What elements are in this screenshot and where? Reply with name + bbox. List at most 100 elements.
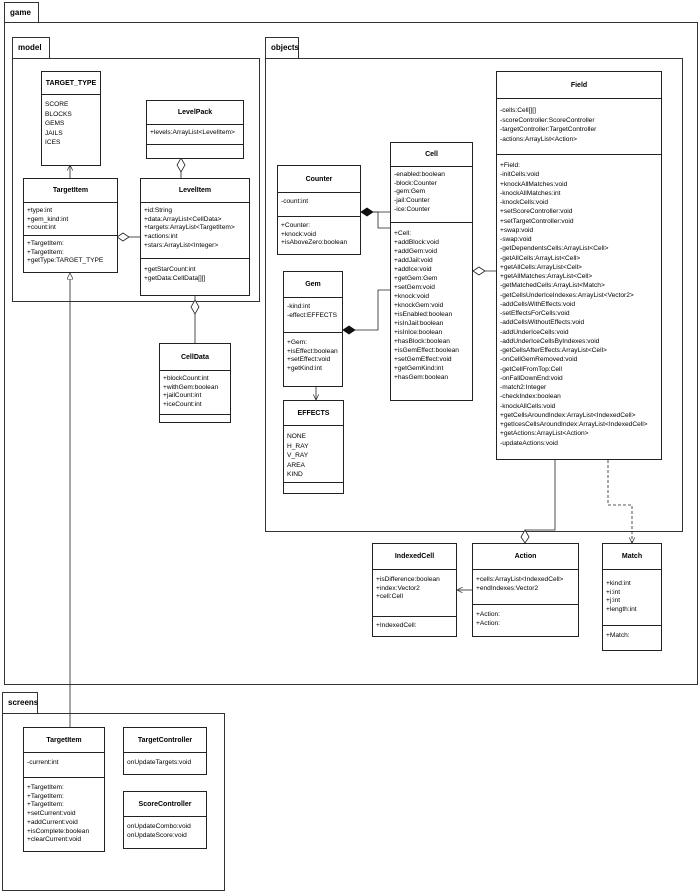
class-target-controller[interactable]: TargetController onUpdateTargets:void: [123, 727, 207, 775]
attribute: +type:int: [27, 207, 53, 214]
class-match-name: Match: [603, 544, 661, 570]
class-target-item-screens-methods: +TargetItem: +TargetItem: +TargetItem: +…: [24, 778, 104, 847]
class-gem[interactable]: Gem -kind:int -effect:EFFECTS +Gem: +isE…: [283, 271, 343, 387]
package-screens: [2, 713, 225, 891]
method: -initCells:void: [500, 171, 540, 179]
class-cell-data-methods: [160, 415, 230, 419]
class-target-controller-name: TargetController: [124, 728, 206, 753]
class-field-attributes: -cells:Cell[][] -scoreController:ScoreCo…: [497, 99, 661, 155]
class-level-item[interactable]: LevelItem +id:String +data:ArrayList<Cel…: [140, 178, 250, 296]
class-action[interactable]: Action +cells:ArrayList<IndexedCell> +en…: [472, 543, 579, 637]
class-target-item-model-name: TargetItem: [24, 179, 117, 203]
method: -setEffectsForCells:void: [500, 310, 570, 317]
class-counter[interactable]: Counter -count:int +Counter: +knock:void…: [277, 165, 361, 255]
attribute: +isDifference:boolean: [376, 576, 440, 583]
composition-diamond-gem: [342, 325, 356, 335]
attribute: -block:Counter: [394, 179, 437, 187]
class-indexed-cell[interactable]: IndexedCell +isDifference:boolean +index…: [372, 543, 457, 637]
method: +getActions:ArrayList<Action>: [500, 430, 589, 438]
method: +Cell:: [394, 230, 412, 237]
aggregation-field-action: [524, 460, 556, 543]
class-score-controller[interactable]: ScoreController onUpdateCombo:void onUpd…: [123, 791, 207, 849]
attribute: +length:int: [606, 606, 637, 614]
class-effects-name: EFFECTS: [284, 401, 343, 426]
method: -onFallDownEnd:void: [500, 374, 563, 382]
enum-value: SCORE: [45, 101, 69, 108]
method: +swap:void: [500, 226, 534, 234]
enum-value: BLOCKS: [45, 110, 72, 118]
method: +TargetItem:: [27, 240, 64, 247]
class-match[interactable]: Match +kind:int +i:int +j:int +length:in…: [602, 543, 662, 651]
class-cell-methods: +Cell: +addBlock:void +addGem:void +addJ…: [391, 223, 472, 384]
class-cell[interactable]: Cell -enabled:boolean -block:Counter -ge…: [390, 142, 473, 401]
class-cell-name: Cell: [391, 143, 472, 167]
attribute: +kind:int: [606, 580, 631, 587]
class-indexed-cell-name: IndexedCell: [373, 544, 456, 570]
class-counter-name: Counter: [278, 166, 360, 193]
aggregation-diamond-celldata: [190, 299, 200, 315]
method: -updateActions:void: [500, 439, 558, 447]
method: +getAllMatches:ArrayList<Cell>: [500, 273, 593, 280]
attribute: +actions:int: [144, 233, 178, 241]
class-match-attributes: +kind:int +i:int +j:int +length:int: [603, 570, 661, 626]
method: +addBlock:void: [394, 239, 439, 246]
method: +setScoreController:void: [500, 208, 573, 216]
method: -getCellsAfterEffects:ArrayList<Cell>: [500, 347, 607, 354]
class-target-item-screens[interactable]: TargetItem -current:int +TargetItem: +Ta…: [23, 727, 105, 852]
method: +getCellsAroundIndex:ArrayList<IndexedCe…: [500, 411, 636, 419]
attribute: -jail:Counter: [394, 197, 430, 205]
class-gem-attributes: -kind:int -effect:EFFECTS: [284, 298, 342, 333]
method: -addCellsWithEffects:void: [500, 300, 576, 308]
class-score-controller-methods: onUpdateCombo:void onUpdateScore:void: [124, 817, 206, 842]
class-gem-name: Gem: [284, 272, 342, 298]
enum-value: H_RAY: [287, 442, 309, 450]
method: -knockAllMatches:int: [500, 189, 561, 197]
class-target-controller-methods: onUpdateTargets:void: [124, 753, 206, 770]
class-action-name: Action: [473, 544, 578, 570]
class-cell-data[interactable]: CellData +blockCount:int +withGem:boolea…: [159, 343, 231, 423]
class-target-type[interactable]: TARGET_TYPE SCORE BLOCKS GEMS JAILS ICES: [41, 71, 101, 166]
attribute: +gem_kind:int: [27, 215, 69, 223]
method: -onCellGemRemoved:void: [500, 356, 578, 364]
attribute: +count:int: [27, 224, 56, 232]
method: +Action:: [476, 611, 501, 618]
package-objects: [265, 58, 683, 532]
method: +getType:TARGET_TYPE: [27, 257, 104, 265]
class-level-pack-name: LevelPack: [147, 101, 243, 125]
method: +TargetItem:: [27, 792, 64, 800]
attribute: +cell:Cell: [376, 593, 403, 601]
method: +knockGem:void: [394, 302, 444, 309]
aggregation-diamond-field: [472, 266, 486, 276]
class-field[interactable]: Field -cells:Cell[][] -scoreController:S…: [496, 71, 662, 460]
attribute: +levels:ArrayList<LevelItem>: [150, 129, 235, 136]
class-target-item-screens-attributes: -current:int: [24, 753, 104, 778]
enum-value: AREA: [287, 461, 305, 469]
class-target-type-name: TARGET_TYPE: [42, 72, 100, 95]
class-effects-methods: [284, 483, 343, 487]
attribute: +i:int: [606, 588, 621, 596]
attribute: -gem:Gem: [394, 188, 426, 196]
method: +isGemEffect:boolean: [394, 347, 459, 354]
package-model: [12, 58, 260, 302]
class-cell-data-attributes: +blockCount:int +withGem:boolean +jailCo…: [160, 371, 230, 415]
aggregation-diamond-levelitem: [116, 232, 130, 242]
attribute: -current:int: [27, 759, 59, 766]
class-level-pack[interactable]: LevelPack +levels:ArrayList<LevelItem>: [146, 100, 244, 159]
class-indexed-cell-attributes: +isDifference:boolean +index:Vector2 +ce…: [373, 570, 456, 617]
method: +addCurrent:void: [27, 818, 78, 826]
aggregation-diamond-action: [520, 529, 530, 544]
attribute: +jailCount:int: [163, 392, 202, 400]
composition-diamond-counter: [360, 207, 374, 217]
class-effects[interactable]: EFFECTS NONE H_RAY V_RAY AREA KIND: [283, 400, 344, 494]
aggregation-diamond-levelpack: [176, 157, 186, 173]
class-counter-attributes: -count:int: [278, 193, 360, 217]
method: +Field:: [500, 162, 520, 169]
class-level-pack-methods: [147, 145, 243, 159]
attribute: -cells:Cell[][]: [500, 107, 536, 114]
method: -knockAllCells:void: [500, 402, 556, 410]
class-level-item-methods: +getStarCount:int +getData:CellData[][]: [141, 259, 249, 285]
method: -getCellFromTop:Cell: [500, 365, 562, 373]
class-target-item-model[interactable]: TargetItem +type:int +gem_kind:int +coun…: [23, 178, 118, 273]
method: +getGem:Gem: [394, 275, 438, 282]
